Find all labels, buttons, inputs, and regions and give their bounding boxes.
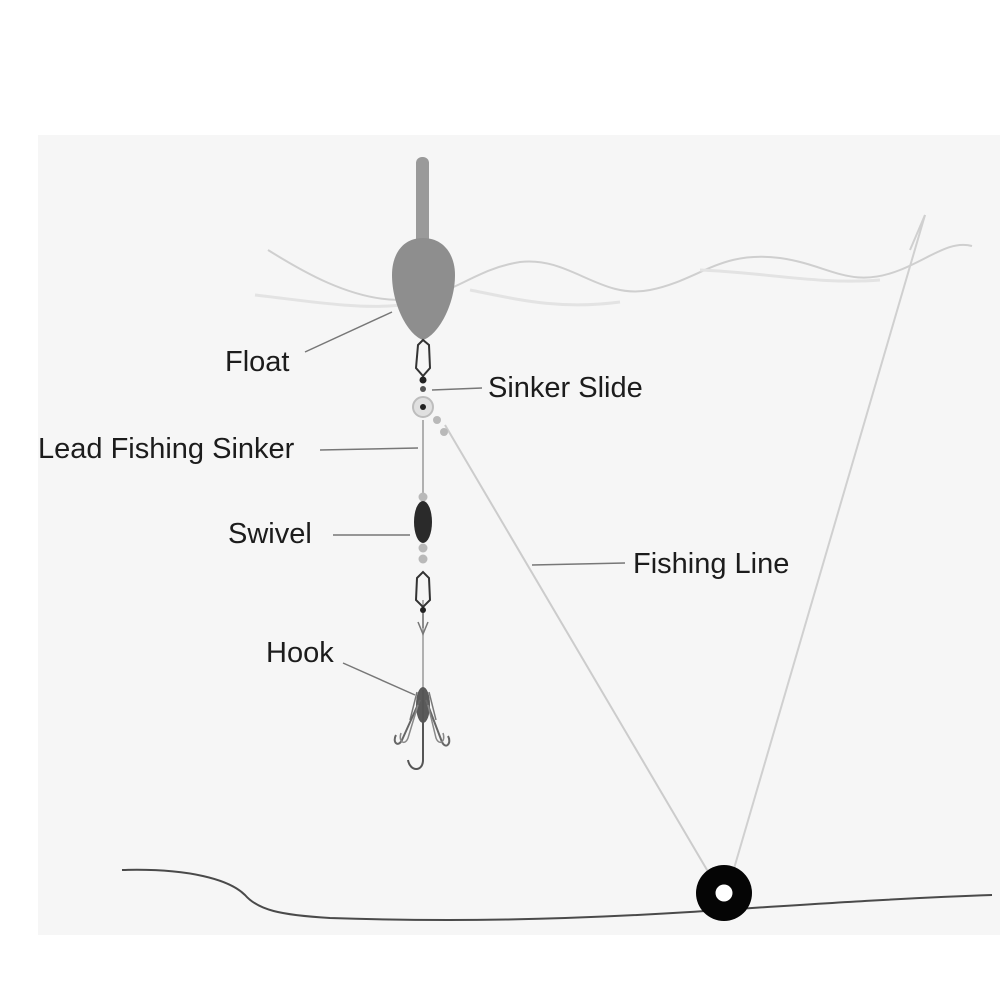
lead-fishing-sinker [414, 492, 432, 564]
upper-snap-swivel [414, 338, 432, 392]
background-panel [38, 135, 1000, 935]
anchor-ring [696, 865, 752, 921]
fishing-line-rod-side [732, 214, 926, 873]
float-label: Float [225, 346, 290, 378]
sinker-slide-label: Sinker Slide [488, 372, 643, 404]
lead-fishing-sinker-label: Lead Fishing Sinker [38, 433, 295, 465]
hook-label: Hook [266, 637, 334, 669]
fishing-line-diagonal [444, 424, 711, 876]
float-antenna [416, 157, 429, 247]
fishing-line-pointer [531, 562, 626, 566]
swivel-label: Swivel [228, 518, 312, 550]
float-body [392, 238, 455, 340]
float [392, 157, 455, 340]
sinker-slide [412, 396, 448, 436]
seabed-line [121, 868, 993, 921]
water-surface-wave-shadow [254, 268, 881, 308]
hook-pointer [342, 662, 416, 696]
fishing-line-label: Fishing Line [633, 548, 790, 580]
sinker-slide-pointer [431, 387, 483, 391]
float-pointer [304, 311, 393, 353]
fishing-line-rod-tip [909, 214, 926, 251]
treble-hook [393, 687, 451, 770]
lead-sinker-pointer [319, 447, 419, 451]
lower-swivel [414, 570, 432, 636]
